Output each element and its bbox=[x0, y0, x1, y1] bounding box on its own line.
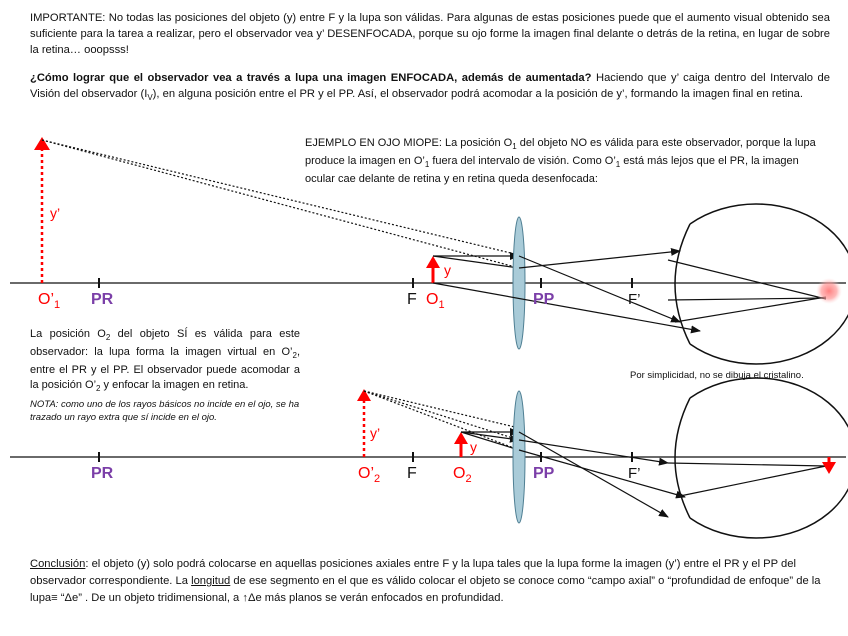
y-prime-label-1: y’ bbox=[50, 205, 60, 221]
pp-label-1: PP bbox=[533, 291, 555, 308]
myopic-example-text: EJEMPLO EN OJO MIOPE: La posición O1 del… bbox=[305, 136, 825, 187]
pos2-text-a: La posición O bbox=[30, 328, 106, 340]
important-text: No todas las posiciones del objeto (y) e… bbox=[30, 12, 830, 56]
f-label-1: F bbox=[407, 291, 417, 308]
object-position-label-2: O2 bbox=[453, 465, 472, 485]
how-to-answer-b: ), en alguna posición entre el PR y el P… bbox=[152, 88, 803, 100]
pp-label-2: PP bbox=[533, 465, 555, 482]
up-arrow-icon: ↑ bbox=[242, 592, 248, 604]
y-label-1: y bbox=[444, 262, 451, 278]
eye-ray-1c bbox=[667, 297, 827, 301]
object-arrowhead-1 bbox=[426, 256, 440, 268]
dotted-ray-1a bbox=[41, 139, 520, 256]
example-sub2: 1 bbox=[424, 160, 430, 170]
dotted-ray-2a bbox=[363, 390, 520, 429]
pr-label-1: PR bbox=[91, 291, 114, 308]
pos2-text-d: y enfocar la imagen en retina. bbox=[100, 379, 249, 392]
eye-ray-2b bbox=[679, 465, 827, 497]
diagram-valid-position: y’ y PR O’2 F O2 PP F’ bbox=[10, 377, 848, 539]
cornea-1 bbox=[674, 223, 691, 345]
pos2-text-c: , entre el PR y el PP. El observador pue… bbox=[30, 346, 300, 392]
diagram-myopic-invalid: y’ y O’1 PR F O1 PP F’ bbox=[10, 137, 848, 365]
image-position-label-1: O’1 bbox=[38, 291, 60, 311]
f-label-2: F bbox=[407, 465, 417, 482]
ray-refracted-1b bbox=[518, 247, 681, 269]
ray-refracted-1a bbox=[518, 255, 681, 323]
blurred-retinal-image-icon bbox=[816, 278, 842, 304]
cornea-2 bbox=[674, 397, 691, 519]
ray-refracted-2c bbox=[518, 449, 686, 499]
how-to-answer-a: Haciendo que y’ caiga dentro del Interva… bbox=[30, 72, 830, 100]
example-text-b: del objeto NO es válida para este observ… bbox=[305, 137, 816, 168]
important-label: IMPORTANTE: bbox=[30, 12, 106, 24]
eye-outline-1 bbox=[689, 203, 848, 365]
conclusion-c: Δe más planos se verán enfocados en prof… bbox=[247, 592, 504, 604]
virtual-image-arrowhead-1 bbox=[34, 137, 50, 150]
ray-center-2 bbox=[460, 431, 520, 443]
magnifier-lens-2 bbox=[512, 390, 526, 524]
object-position-label-1: O1 bbox=[426, 291, 445, 311]
eye-ray-2a bbox=[667, 462, 827, 467]
object-arrowhead-2 bbox=[454, 432, 468, 444]
retinal-image-arrowhead bbox=[822, 462, 836, 474]
y-label-2: y bbox=[470, 439, 477, 455]
how-to-question: ¿Cómo lograr que el observador vea a tra… bbox=[30, 72, 592, 84]
eye-outline-2 bbox=[689, 377, 848, 539]
how-to-answer-sub: V bbox=[147, 93, 153, 103]
virtual-image-arrowhead-2 bbox=[357, 389, 371, 401]
eye-ray-1a bbox=[667, 259, 827, 300]
ray-center-1 bbox=[432, 255, 520, 269]
example-text-d: está más lejos que el PR, la imagen ocul… bbox=[305, 155, 799, 186]
ray-refracted-2a bbox=[518, 431, 669, 518]
fprime-label-2: F’ bbox=[628, 465, 641, 482]
how-to-paragraph: ¿Cómo lograr que el observador vea a tra… bbox=[30, 70, 830, 106]
dotted-ray-1b bbox=[41, 139, 520, 269]
ray-lower-1 bbox=[432, 282, 701, 334]
pos2-sub2: 2 bbox=[292, 351, 297, 361]
conclusion-label: Conclusión bbox=[30, 558, 86, 570]
pos2-sub1: 2 bbox=[105, 333, 111, 343]
dotted-ray-2b bbox=[363, 390, 520, 441]
nota-text: NOTA: como uno de los rayos básicos no i… bbox=[30, 399, 300, 423]
fprime-label-1: F’ bbox=[628, 291, 641, 308]
conclusion-longitud: longitud bbox=[191, 575, 231, 587]
conclusion-b: de ese segmento en el que es válido colo… bbox=[30, 575, 821, 604]
eye-ray-1b bbox=[674, 296, 827, 323]
dotted-ray-2c bbox=[363, 390, 520, 451]
simplicity-note: Por simplicidad, no se dibuja el cristal… bbox=[630, 370, 804, 381]
image-position-label-2: O’2 bbox=[358, 465, 380, 485]
pos2-text-b: del objeto SÍ es válida para este observ… bbox=[30, 328, 300, 359]
ray-extra-2 bbox=[460, 431, 520, 451]
pr-label-2: PR bbox=[91, 465, 114, 482]
example-sub3: 1 bbox=[615, 160, 621, 170]
important-paragraph: IMPORTANTE: No todas las posiciones del … bbox=[30, 10, 830, 58]
example-text-c: fuera del intervalo de visión. Como O’ bbox=[429, 155, 616, 168]
y-prime-label-2: y’ bbox=[370, 425, 380, 441]
example-text-a: EJEMPLO EN OJO MIOPE: La posición O bbox=[305, 137, 513, 149]
ray-refracted-2b bbox=[518, 439, 669, 466]
conclusion-a: : el objeto (y) solo podrá colocarse en … bbox=[30, 558, 796, 587]
conclusion-text: Conclusión: el objeto (y) solo podrá col… bbox=[30, 556, 830, 607]
magnifier-lens-1 bbox=[512, 216, 526, 350]
example-sub1: 1 bbox=[512, 142, 517, 152]
pos2-sub3: 2 bbox=[96, 384, 101, 394]
position2-text: La posición O2 del objeto SÍ es válida p… bbox=[30, 327, 300, 397]
